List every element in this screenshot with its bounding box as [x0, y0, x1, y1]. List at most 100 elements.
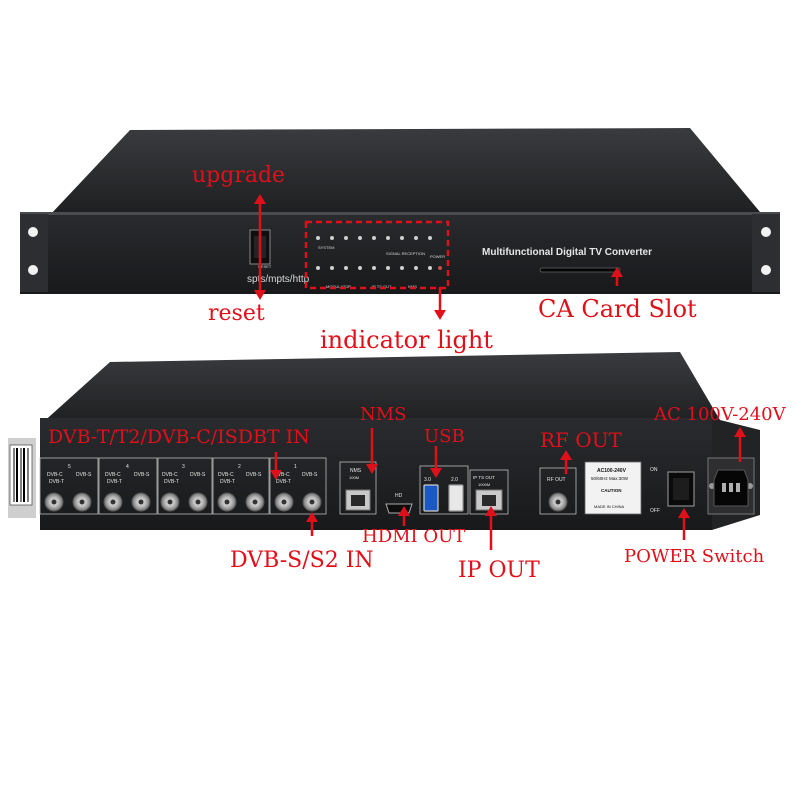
ca-card-slot[interactable]: [539, 267, 621, 273]
tuner-number: 4: [126, 464, 129, 470]
reset-label: RESET: [258, 264, 272, 269]
rack-hole: [761, 265, 771, 275]
arrowhead: [254, 290, 266, 300]
led: [428, 236, 432, 240]
usb-3-port[interactable]: [423, 484, 439, 512]
dvb-s-label: DVB-S: [190, 472, 206, 478]
tuner-module-3: DVB-C DVB-T DVB-S 3: [157, 457, 213, 515]
arrowhead: [398, 506, 410, 516]
callout-nms: NMS: [360, 404, 407, 425]
arrowhead: [734, 427, 746, 437]
switch-on-label: ON: [650, 467, 658, 473]
power-rating-label: AC100-240V: [597, 468, 627, 474]
callout-hdmi-out: HDMI OUT: [362, 526, 466, 547]
power-led: [438, 266, 442, 270]
callout-rf-out: RF OUT: [540, 428, 622, 452]
dvb-c-label: DVB-C: [47, 472, 63, 478]
nms-speed-label: 100M: [349, 475, 359, 480]
dvb-s-label: DVB-S: [134, 472, 150, 478]
dvb-c-label: DVB-C: [274, 472, 290, 478]
callout-reset: reset: [208, 301, 265, 326]
led: [330, 236, 334, 240]
callout-ip-out: IP OUT: [458, 558, 540, 583]
led: [428, 266, 432, 270]
callout-indicator-light: indicator light: [320, 326, 493, 354]
arrowhead: [270, 470, 282, 480]
led-group-label: SIGNAL RECEPTION: [386, 251, 425, 256]
hd-label: HD: [395, 493, 403, 499]
nms-port-label: NMS: [350, 468, 362, 474]
led-indicator-panel: SYSTEM SIGNAL RECEPTION MODULATOR IP TS …: [316, 236, 445, 289]
tuner-module-2: DVB-C DVB-T DVB-S 2: [212, 457, 270, 515]
left-rack-ear: [20, 214, 48, 292]
made-in-label: MADE IN CHINA: [594, 504, 625, 509]
arrowhead: [485, 506, 497, 516]
arrowhead: [611, 267, 623, 277]
tuner-number: 1: [294, 464, 297, 470]
led: [372, 236, 376, 240]
power-rating-sticker: AC100-240V 50/60Hz Max:30W CAUTION MADE …: [584, 461, 642, 515]
led: [400, 236, 404, 240]
ip-ts-out-group: IP TS OUT 1000M: [469, 469, 509, 515]
protocol-label: spts/mpts/http: [247, 274, 310, 285]
arrowhead: [678, 508, 690, 518]
tuner-number: 5: [68, 464, 71, 470]
tuner-module-1: DVB-C DVB-T DVB-S 1: [269, 457, 327, 515]
dvb-t-label: DVB-T: [276, 479, 291, 485]
usb-2-port[interactable]: [448, 484, 464, 512]
dvb-s-label: DVB-S: [302, 472, 318, 478]
led: [386, 266, 390, 270]
led-group-label: SYSTEM: [318, 245, 334, 250]
led: [414, 266, 418, 270]
led: [414, 236, 418, 240]
dvb-s-label: DVB-S: [246, 472, 262, 478]
callout-ca-card-slot: CA Card Slot: [538, 295, 697, 323]
rack-hole: [28, 265, 38, 275]
arrowhead: [560, 450, 572, 460]
ip-ts-out-label: IP TS OUT: [473, 475, 495, 480]
caution-label: CAUTION: [601, 488, 622, 493]
right-rack-ear: [752, 214, 780, 292]
dvb-t-label: DVB-T: [49, 479, 64, 485]
callout-dvb-t-in: DVB-T/T2/DVB-C/ISDBT IN: [48, 426, 310, 448]
device-title: Multifunctional Digital TV Converter: [482, 247, 652, 258]
front-panel-face: [20, 212, 780, 294]
arrowhead: [434, 310, 446, 320]
callout-usb: USB: [424, 426, 465, 447]
led: [316, 236, 320, 240]
front-unit-top-cover: [50, 128, 760, 215]
arrowhead: [306, 512, 318, 522]
hdmi-port[interactable]: [385, 503, 413, 514]
arrowhead: [430, 468, 442, 478]
dvb-c-label: DVB-C: [218, 472, 234, 478]
tuner-number: 2: [238, 464, 241, 470]
rf-out-label: RF OUT: [547, 477, 566, 483]
led-group-label: POWER: [430, 254, 445, 259]
led: [372, 266, 376, 270]
dvb-c-label: DVB-C: [162, 472, 178, 478]
usb-3-label: 3.0: [424, 477, 431, 483]
annotation-arrows: [254, 194, 746, 550]
led: [344, 266, 348, 270]
tuner-module-4: DVB-C DVB-T DVB-S 4: [98, 457, 158, 515]
rf-out-group: RF OUT: [539, 467, 577, 515]
led: [400, 266, 404, 270]
dvb-t-label: DVB-T: [220, 479, 235, 485]
power-switch-group: ON OFF: [650, 467, 695, 514]
dvb-s-label: DVB-S: [76, 472, 92, 478]
nms-port-group: NMS 100M: [339, 461, 377, 515]
usb-port-group: 3.0 2.0: [419, 465, 469, 515]
arrowhead: [254, 194, 266, 204]
led: [358, 266, 362, 270]
rack-hole: [28, 227, 38, 237]
rack-hole: [761, 227, 771, 237]
callout-dvb-s-in: DVB-S/S2 IN: [230, 548, 374, 573]
led: [358, 236, 362, 240]
switch-off-label: OFF: [650, 508, 660, 514]
callout-ac-voltage: AC 100V-240V: [654, 404, 786, 425]
rear-unit: DVB-C DVB-T DVB-S 5 DVB-C DVB-T DVB-S 4 …: [8, 352, 760, 530]
callout-upgrade: upgrade: [192, 163, 286, 188]
power-freq-label: 50/60Hz Max:30W: [591, 476, 629, 481]
indicator-highlight-box: [304, 220, 450, 290]
